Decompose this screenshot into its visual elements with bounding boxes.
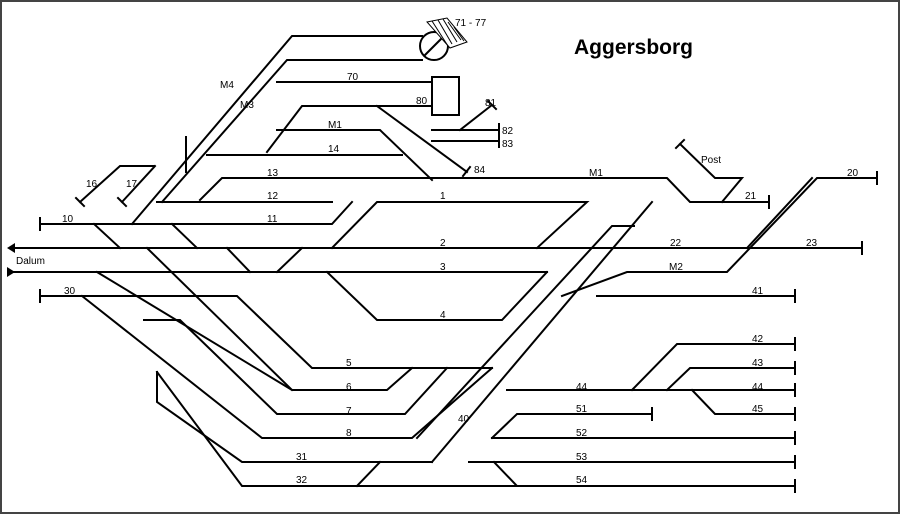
track-16-bumper: [74, 196, 86, 208]
track-7: [143, 319, 449, 415]
lower-yard: [80, 246, 520, 488]
track-4: [325, 270, 549, 321]
track-m3: [160, 59, 423, 204]
label-16: 16: [86, 179, 98, 190]
track-13: [198, 177, 770, 203]
label-22: 22: [670, 238, 682, 249]
station-label: Dalum: [16, 256, 45, 267]
label-21: 21: [745, 191, 757, 202]
label-82: 82: [502, 126, 514, 137]
label-6: 6: [346, 382, 352, 393]
track-1: [330, 201, 590, 250]
label-4: 4: [440, 310, 446, 321]
label-80: 80: [416, 96, 428, 107]
label-m1: M1: [589, 168, 603, 179]
track-31: [156, 371, 433, 463]
track-30: [39, 295, 493, 369]
track-80: [265, 105, 433, 154]
crossover-11-3: [170, 222, 199, 250]
labels: Aggersborg Dalum 71 - 77 M4 70 M3 80 81 …: [16, 18, 859, 486]
label-42: 42: [752, 334, 764, 345]
label-81: 81: [485, 98, 497, 109]
label-52: 52: [576, 428, 588, 439]
track-16-17: [78, 165, 155, 204]
label-m3: M3: [240, 100, 254, 111]
label-20: 20: [847, 168, 859, 179]
label-10: 10: [62, 214, 74, 225]
label-30: 30: [64, 286, 76, 297]
track-17: [120, 164, 157, 204]
label-84: 84: [474, 165, 486, 176]
track-81-bumper: [486, 99, 498, 111]
label-54: 54: [576, 475, 588, 486]
track-8: [80, 294, 494, 439]
label-12: 12: [267, 191, 279, 202]
label-70: 70: [347, 72, 359, 83]
label-post: Post: [701, 155, 721, 166]
label-11: 11: [267, 214, 278, 225]
crossover-31-32: [355, 460, 382, 488]
track-40: [430, 200, 654, 464]
label-5: 5: [346, 358, 352, 369]
label-23: 23: [806, 238, 818, 249]
label-8: 8: [346, 428, 352, 439]
label-3: 3: [440, 262, 446, 273]
label-7: 7: [346, 406, 352, 417]
track-45: [690, 388, 796, 415]
track-43: [665, 367, 796, 392]
label-43: 43: [752, 358, 764, 369]
track-40b: [415, 225, 635, 440]
label-40: 40: [458, 414, 470, 425]
central-diagonals: [415, 138, 878, 487]
label-41: 41: [752, 286, 764, 297]
track-51: [490, 413, 653, 440]
diagram-title: Aggersborg: [574, 36, 693, 59]
label-45: 45: [752, 404, 764, 415]
label-53: 53: [576, 452, 588, 463]
label-83: 83: [502, 139, 514, 150]
turntable: [419, 17, 468, 61]
track-10: [39, 200, 354, 225]
crossover-2-3b: [275, 246, 304, 274]
label-13: 13: [267, 168, 279, 179]
track-80-branch: [375, 104, 469, 174]
right-fan: [630, 289, 796, 493]
main-tracks: [13, 177, 863, 369]
track-42: [630, 343, 796, 392]
dalum-arrow-track-3: [7, 267, 15, 277]
label-turntable: 71 - 77: [455, 18, 487, 29]
crossover-10-3: [92, 222, 122, 250]
label-2: 2: [440, 238, 446, 249]
track-22-23: [745, 176, 814, 250]
label-51: 51: [576, 404, 588, 415]
left-diagonals: [74, 35, 500, 274]
track-6: [145, 246, 294, 392]
crossover-2-3a: [225, 246, 252, 274]
track-81: [458, 103, 494, 132]
track-m1-upper: [276, 129, 434, 182]
track-17-bumper: [116, 196, 128, 208]
label-m1-upper: M1: [328, 120, 342, 131]
dalum-arrow-track-2: [7, 243, 15, 253]
label-44b: 44: [752, 382, 764, 393]
post-bumper: [674, 138, 686, 150]
label-17: 17: [126, 179, 138, 190]
label-1: 1: [440, 191, 446, 202]
label-32: 32: [296, 475, 308, 486]
label-44a: 44: [576, 382, 588, 393]
track-5-6: [95, 270, 414, 391]
track-32: [155, 370, 520, 487]
label-31: 31: [296, 452, 308, 463]
label-m2: M2: [669, 262, 683, 273]
label-m4: M4: [220, 80, 234, 91]
label-14: 14: [328, 144, 340, 155]
track-84-bumper: [461, 165, 472, 178]
track-post: [678, 142, 745, 204]
track-m2: [560, 177, 878, 298]
engine-shed: [431, 76, 460, 116]
